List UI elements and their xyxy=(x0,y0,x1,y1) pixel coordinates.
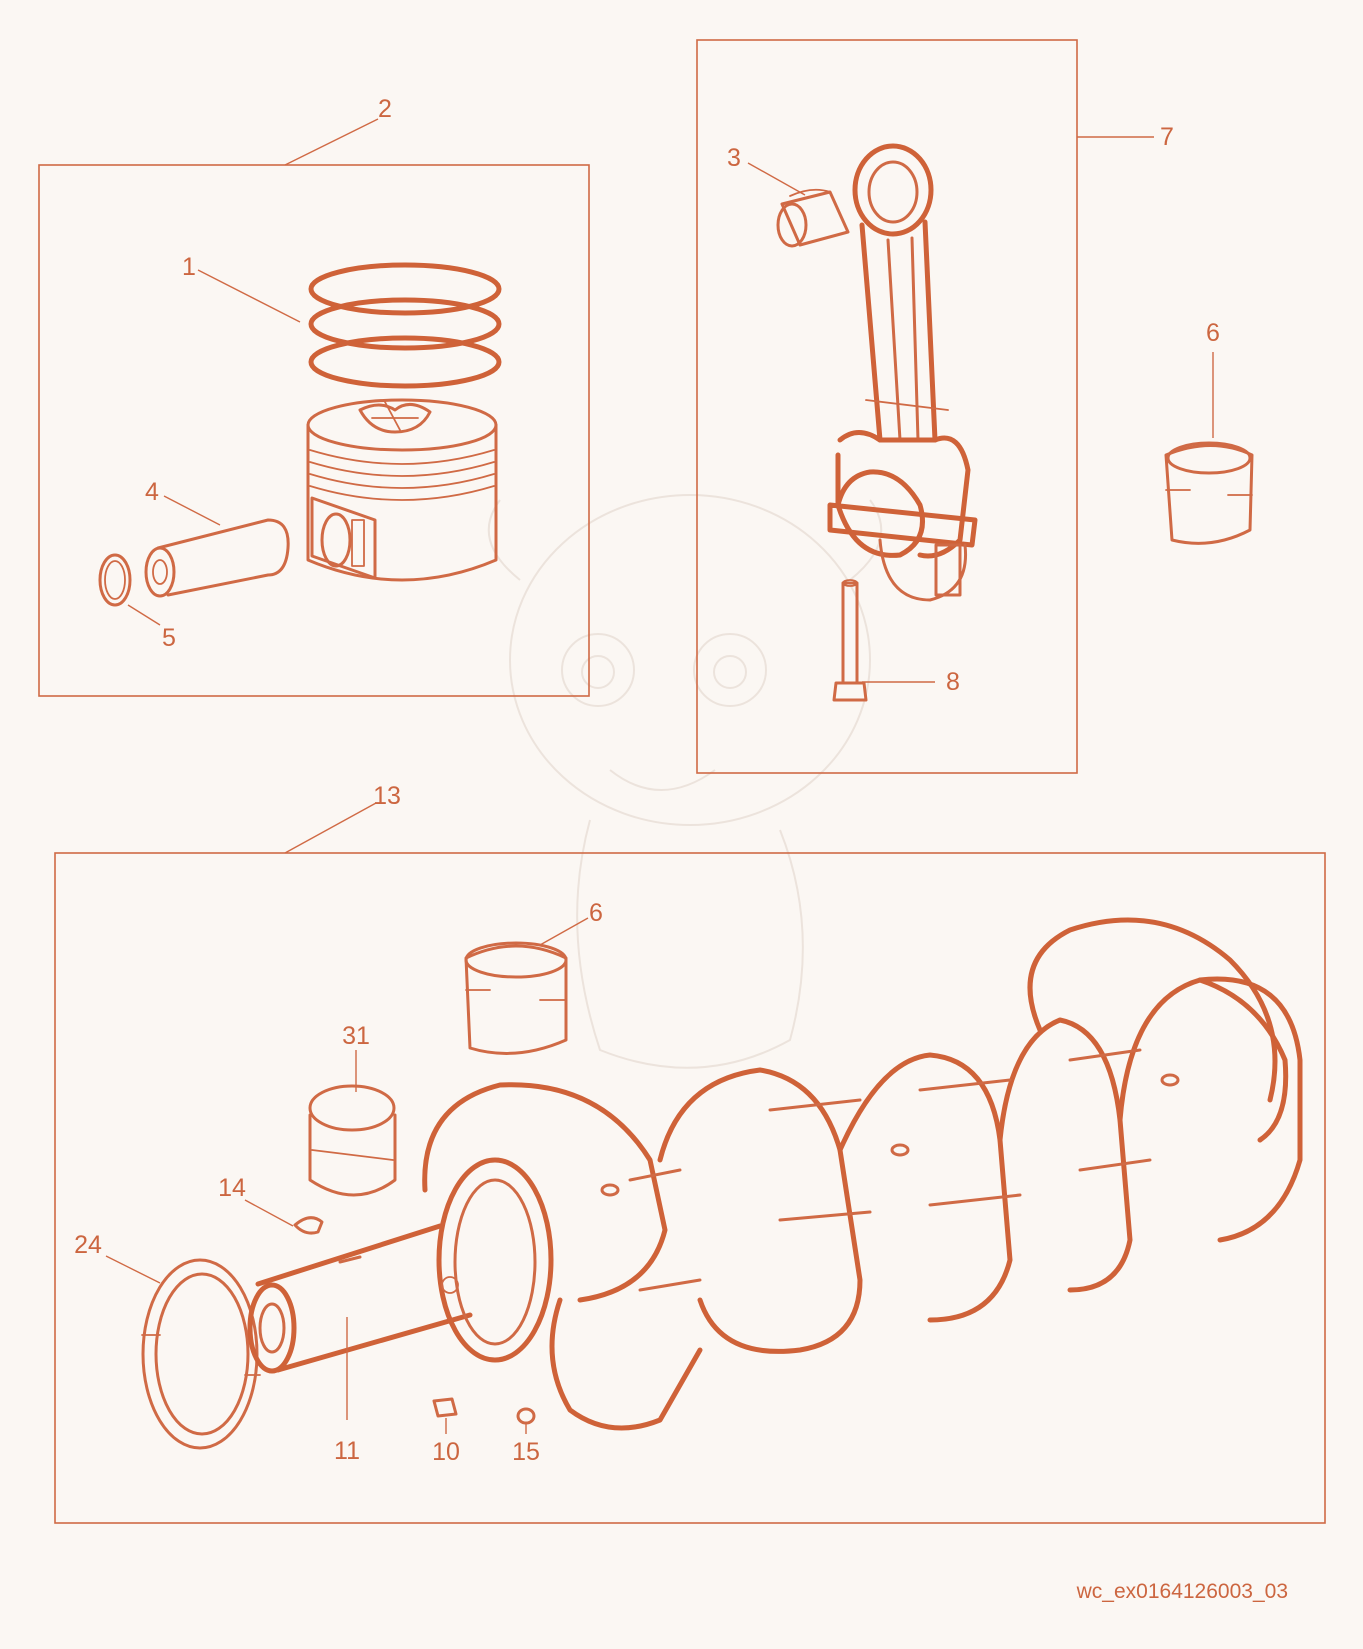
watermark-mascot xyxy=(487,494,883,1069)
callout-6-lower: 6 xyxy=(589,899,603,927)
callout-3: 3 xyxy=(727,144,741,172)
callout-14: 14 xyxy=(218,1174,246,1202)
callout-7: 7 xyxy=(1160,123,1174,151)
thrust-bearing xyxy=(308,1084,397,1197)
piston-group-frame xyxy=(38,164,590,697)
callout-8: 8 xyxy=(946,668,960,696)
callout-1: 1 xyxy=(182,253,196,281)
big-end-bearing-shell xyxy=(1164,441,1254,545)
piston-rings xyxy=(308,262,502,389)
callout-6-upper: 6 xyxy=(1206,319,1220,347)
callout-10: 10 xyxy=(432,1438,460,1466)
crankshaft-group-frame xyxy=(54,852,1326,1524)
callout-2: 2 xyxy=(378,95,392,123)
crankshaft xyxy=(247,917,1303,1431)
callout-15: 15 xyxy=(512,1438,540,1466)
callout-13: 13 xyxy=(373,782,401,810)
pilot-bushing xyxy=(516,1407,536,1425)
callout-11: 11 xyxy=(334,1437,360,1465)
main-bearing-shell xyxy=(464,941,568,1055)
circlip xyxy=(98,553,132,607)
piston-pin xyxy=(144,518,290,598)
conrod-bolt xyxy=(832,579,868,702)
callout-24: 24 xyxy=(74,1231,102,1259)
conrod-group-frame xyxy=(696,39,1078,774)
callout-31: 31 xyxy=(342,1022,370,1050)
drawing-reference: wc_ex0164126003_03 xyxy=(1076,1580,1288,1603)
timing-key xyxy=(432,1397,458,1418)
leader-lines xyxy=(105,118,1214,1434)
callout-5: 5 xyxy=(162,624,176,652)
thrust-washer xyxy=(141,1258,261,1450)
callouts: 2 1 4 5 3 7 6 8 13 6 31 14 24 11 10 15 xyxy=(74,95,1220,1466)
callout-4: 4 xyxy=(145,478,159,506)
woodruff-key xyxy=(293,1216,324,1235)
connecting-rod xyxy=(827,143,978,602)
piston xyxy=(306,398,498,582)
small-end-bushing xyxy=(776,188,850,248)
